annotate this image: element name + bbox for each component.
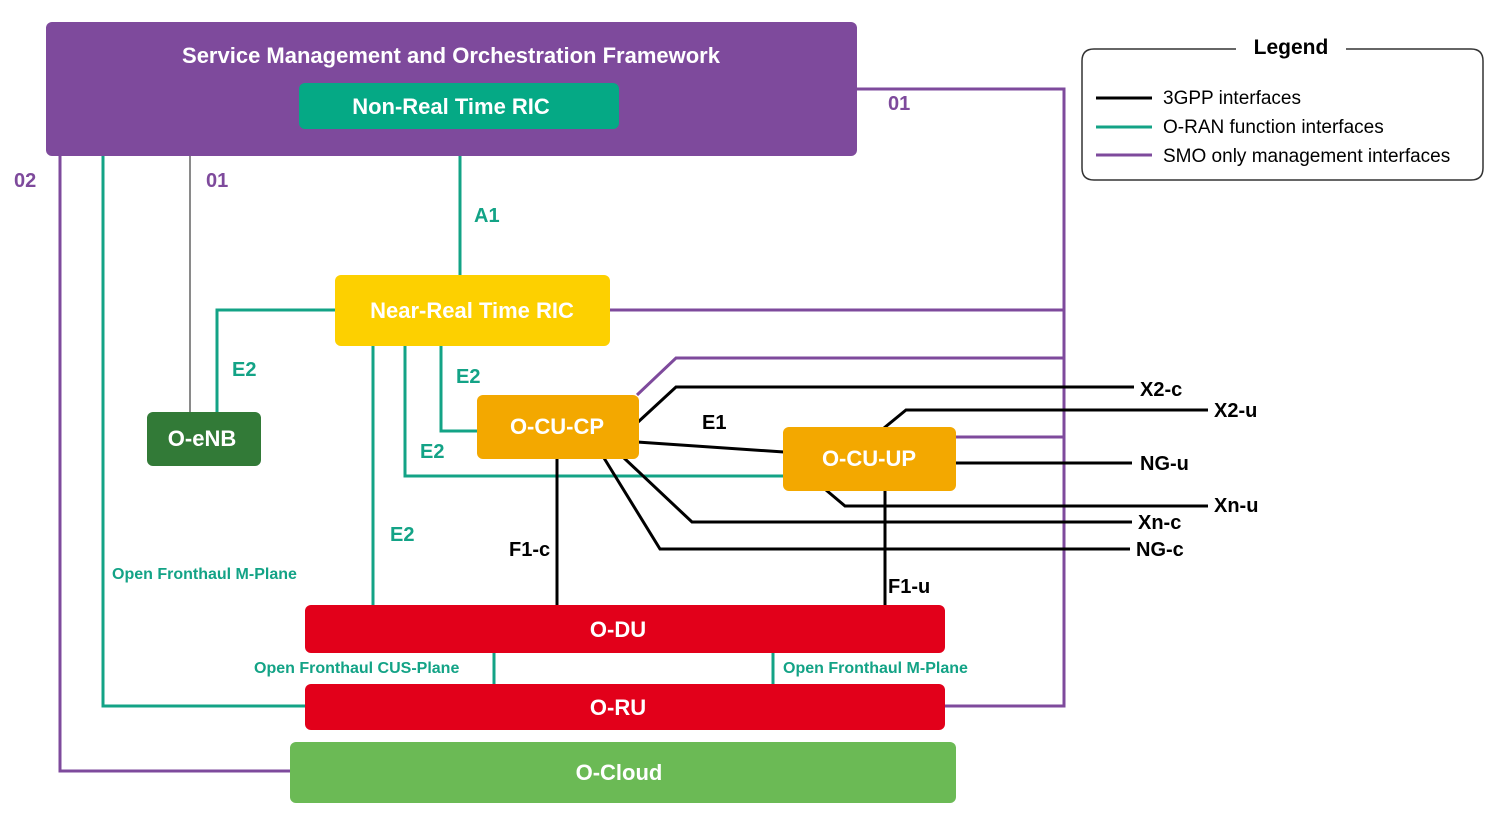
non-rt-ric-box[interactable]: Non-Real Time RIC <box>299 83 619 129</box>
o2-line <box>58 155 292 773</box>
e2-o-cu-up-label: E2 <box>420 441 444 463</box>
e2-o-du-label: E2 <box>390 524 414 546</box>
o1-left-label: 01 <box>206 170 228 192</box>
o-cloud-box[interactable]: O-Cloud <box>290 742 956 803</box>
smo-management-lines <box>58 87 1066 773</box>
o-cu-up-box[interactable]: O-CU-UP <box>783 427 956 491</box>
ngc-line <box>602 457 1130 551</box>
x2c-label: X2-c <box>1140 379 1182 401</box>
legend-frame <box>1081 48 1484 181</box>
o1-right-label: 01 <box>888 93 910 115</box>
interface-labels: 01 02 01 A1 E2 E2 E2 E2 Open Fronthaul M… <box>14 93 1258 677</box>
x2u-label: X2-u <box>1214 400 1257 422</box>
e2-o-enb-label: E2 <box>232 359 256 381</box>
xnc-line <box>622 456 1132 524</box>
f1c-label: F1-c <box>509 539 550 561</box>
o-ru-box[interactable]: O-RU <box>305 684 945 730</box>
ofh-mplane-left-line <box>101 155 306 708</box>
o2-left-label: 02 <box>14 170 36 192</box>
e2-o-cu-cp-line <box>439 345 478 433</box>
e2-o-cu-cp-label: E2 <box>456 366 480 388</box>
ofh-cus-plane-label: Open Fronthaul CUS-Plane <box>254 660 459 677</box>
x2c-line <box>635 385 1134 425</box>
legend-label-oran: O-RAN function interfaces <box>1163 117 1384 138</box>
ngu-label: NG-u <box>1140 453 1189 475</box>
o-cu-cp-box[interactable]: O-CU-CP <box>477 395 639 459</box>
x2u-line <box>883 408 1208 430</box>
legend-title: Legend <box>1254 36 1329 59</box>
e1-label: E1 <box>702 412 726 434</box>
ngc-label: NG-c <box>1136 539 1184 561</box>
smo-framework-label: Service Management and Orchestration Fra… <box>182 43 721 68</box>
near-rt-ric-box[interactable]: Near-Real Time RIC <box>335 275 610 346</box>
o1-right-trunk <box>856 87 1066 708</box>
o-du-box[interactable]: O-DU <box>305 605 945 653</box>
legend: Legend 3GPP interfaces O-RAN function in… <box>1081 36 1484 181</box>
xnu-line <box>825 488 1208 508</box>
e1-line <box>636 440 785 454</box>
e2-o-enb-line <box>215 308 336 413</box>
3gpp-lines <box>555 385 1208 606</box>
o-ru-label: O-RU <box>590 695 646 720</box>
o-enb-box[interactable]: O-eNB <box>147 412 261 466</box>
oran-function-lines <box>101 128 784 708</box>
o-du-label: O-DU <box>590 617 646 642</box>
legend-label-smo: SMO only management interfaces <box>1163 146 1450 167</box>
xnc-label: Xn-c <box>1138 512 1181 534</box>
non-rt-ric-label: Non-Real Time RIC <box>352 94 550 119</box>
a1-label: A1 <box>474 205 500 227</box>
e2-o-cu-up-line <box>403 345 784 478</box>
near-rt-ric-label: Near-Real Time RIC <box>370 298 574 323</box>
f1u-label: F1-u <box>888 576 930 598</box>
o-cu-up-label: O-CU-UP <box>822 446 916 471</box>
o-cloud-label: O-Cloud <box>576 760 663 785</box>
o1-o-cu-cp-line <box>635 356 1064 397</box>
xnu-label: Xn-u <box>1214 495 1258 517</box>
ofh-mplane-left-label: Open Fronthaul M-Plane <box>112 566 297 583</box>
o-enb-label: O-eNB <box>168 426 236 451</box>
legend-label-3gpp: 3GPP interfaces <box>1163 88 1301 109</box>
o-cu-cp-label: O-CU-CP <box>510 414 604 439</box>
ofh-mplane-right-label: Open Fronthaul M-Plane <box>783 660 968 677</box>
